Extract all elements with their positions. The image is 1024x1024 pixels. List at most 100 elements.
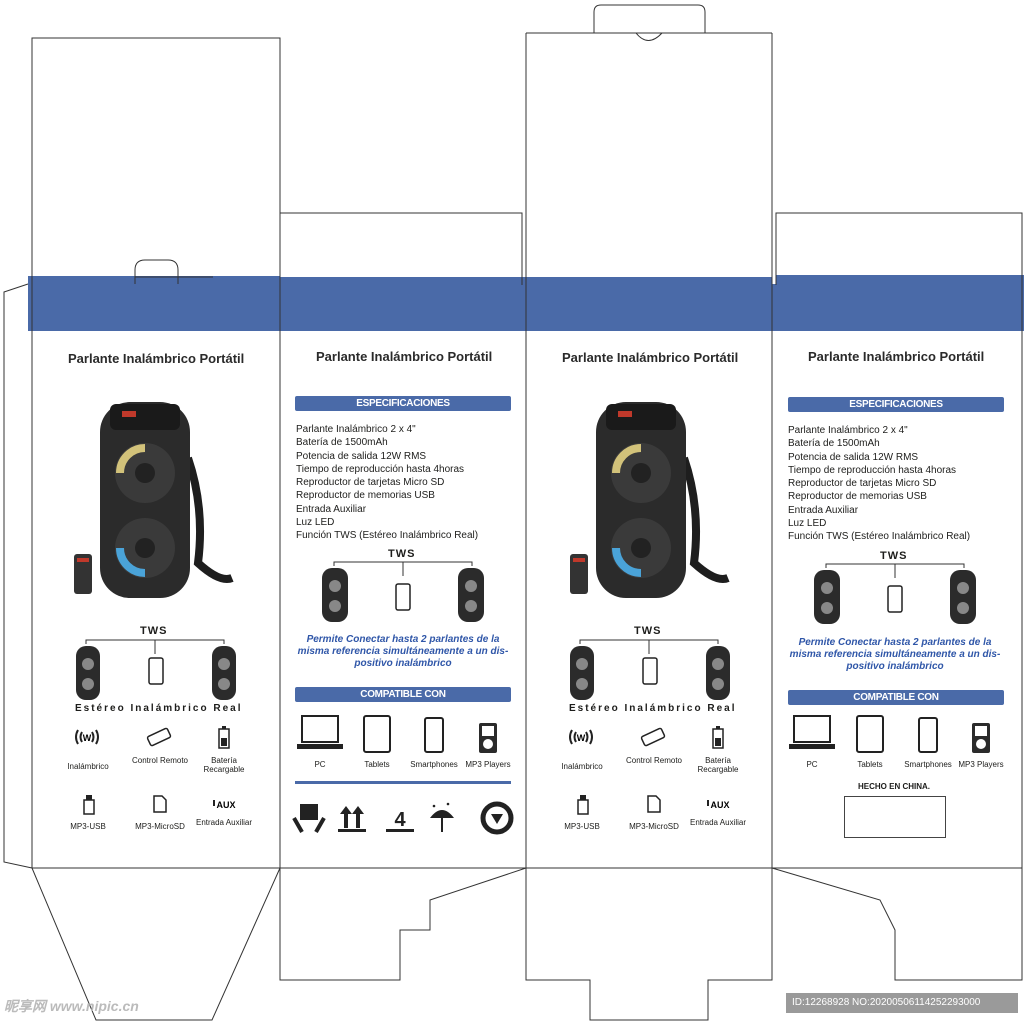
spec-item: Batería de 1500mAh [296,437,388,449]
feature-label: Inalámbrico [67,762,109,771]
tws-label: TWS [388,548,416,560]
svg-text:W: W [577,733,586,743]
device-label: Tablets [364,760,390,769]
spec-item: Luz LED [296,517,335,529]
usb-icon [83,795,95,815]
usb-icon [577,795,589,815]
smartphone-icon [887,585,903,613]
compatible-header: COMPATIBLE CON [788,690,1004,705]
this-way-up-icon [338,806,366,832]
divider [295,781,511,784]
spec-item: Reproductor de memorias USB [296,490,435,502]
feature-label: Inalámbrico [561,762,603,771]
smartphone-icon [148,657,164,685]
remote-icon [74,554,92,594]
feature-label: Batería Recargable [203,756,245,774]
keep-dry-umbrella-icon [430,802,454,832]
spec-item: Reproductor de tarjetas Micro SD [296,477,445,489]
spec-item: Luz LED [788,518,827,530]
watermark-left: 昵享网 www.nipic.cn [4,998,139,1014]
feature-label: MP3-MicroSD [135,822,185,831]
speaker-product-image [74,402,234,598]
handling-icons: 4 [292,801,514,835]
feature-label: Control Remoto [625,756,683,765]
tws-label: TWS [140,625,168,637]
svg-text:W: W [83,733,92,743]
product-title: Parlante Inalámbrico Portátil [316,349,493,364]
tws-diagram [322,561,484,622]
battery-icon [218,726,230,749]
spec-item: Tiempo de reproducción hasta 4horas [296,463,465,475]
spec-item: Reproductor de tarjetas Micro SD [788,478,937,490]
smartphone-icon [642,657,658,685]
wireless-icon: W [569,729,593,745]
spec-item: Reproductor de memorias USB [788,491,927,503]
feature-label: MP3-USB [70,822,106,831]
feature-label: MP3-USB [564,822,600,831]
feature-label: MP3-MicroSD [629,822,679,831]
compatible-header: COMPATIBLE CON [295,687,511,702]
device-label: Smartphones [410,760,458,769]
speaker-icon [212,646,236,700]
tws-label: TWS [634,625,662,637]
spec-item: Función TWS (Estéreo Inalámbrico Real) [296,530,479,542]
aux-icon: AUX [707,800,730,810]
smartphone-icon [424,717,444,753]
feature-label: Entrada Auxiliar [195,818,253,827]
feature-label: Batería Recargable [697,756,739,774]
speaker-icon [814,570,840,624]
aux-icon: AUX [213,800,236,810]
remote-control-icon [146,727,172,747]
speaker-icon [322,568,348,622]
svg-text:AUX: AUX [216,800,235,810]
spec-item: Batería de 1500mAh [788,438,880,450]
device-label: PC [806,760,818,769]
smartphone-icon [918,717,938,753]
stereo-label: Estéreo Inalámbrico Real [569,703,737,714]
speaker-icon [950,570,976,624]
laptop-icon [297,715,343,749]
product-title: Parlante Inalámbrico Portátil [562,350,739,365]
laptop-icon [789,715,835,749]
speaker-icon [458,568,484,622]
product-title: Parlante Inalámbrico Portátil [68,351,245,366]
svg-text:4: 4 [394,809,406,831]
stereo-label: Estéreo Inalámbrico Real [75,703,243,714]
device-label: MP3 Players [465,760,511,769]
remote-icon [570,554,588,594]
spec-item: Parlante Inalámbrico 2 x 4" [296,424,416,435]
svg-text:AUX: AUX [710,800,729,810]
feature-label: Control Remoto [131,756,189,765]
fragile-hands-icon [292,804,326,833]
tablet-icon [856,715,884,753]
device-label: Smartphones [904,760,952,769]
spec-item: Potencia de salida 12W RMS [788,451,919,463]
watermark-id: ID:12268928 NO:20200506114252293000 [786,993,1018,1013]
tws-diagram [814,563,976,624]
feature-label: Entrada Auxiliar [689,818,747,827]
barcode-area [844,796,946,838]
tws-diagram [76,639,236,700]
spec-header: ESPECIFICACIONES [788,397,1004,412]
tws-note: Permite Conectar hasta 2 parlantes de la… [297,634,509,669]
spec-list: Parlante Inalámbrico 2 x 4" Batería de 1… [296,423,478,543]
remote-control-icon [640,727,666,747]
spec-list: Parlante Inalámbrico 2 x 4" Batería de 1… [788,424,970,544]
battery-icon [712,726,724,749]
microsd-icon [153,795,167,813]
spec-item: Función TWS (Estéreo Inalámbrico Real) [788,531,971,543]
mp3-player-icon [972,723,990,753]
product-title: Parlante Inalámbrico Portátil [808,349,985,364]
spec-item: Parlante Inalámbrico 2 x 4" [788,425,908,436]
speaker-icon [706,646,730,700]
mp3-player-icon [479,723,497,753]
microsd-icon [647,795,661,813]
smartphone-icon [395,583,411,611]
device-label: MP3 Players [958,760,1004,769]
speaker-icon [570,646,594,700]
tablet-icon [363,715,391,753]
device-label: PC [314,760,326,769]
spec-item: Tiempo de reproducción hasta 4horas [788,464,957,476]
spec-item: Entrada Auxiliar [788,504,859,516]
